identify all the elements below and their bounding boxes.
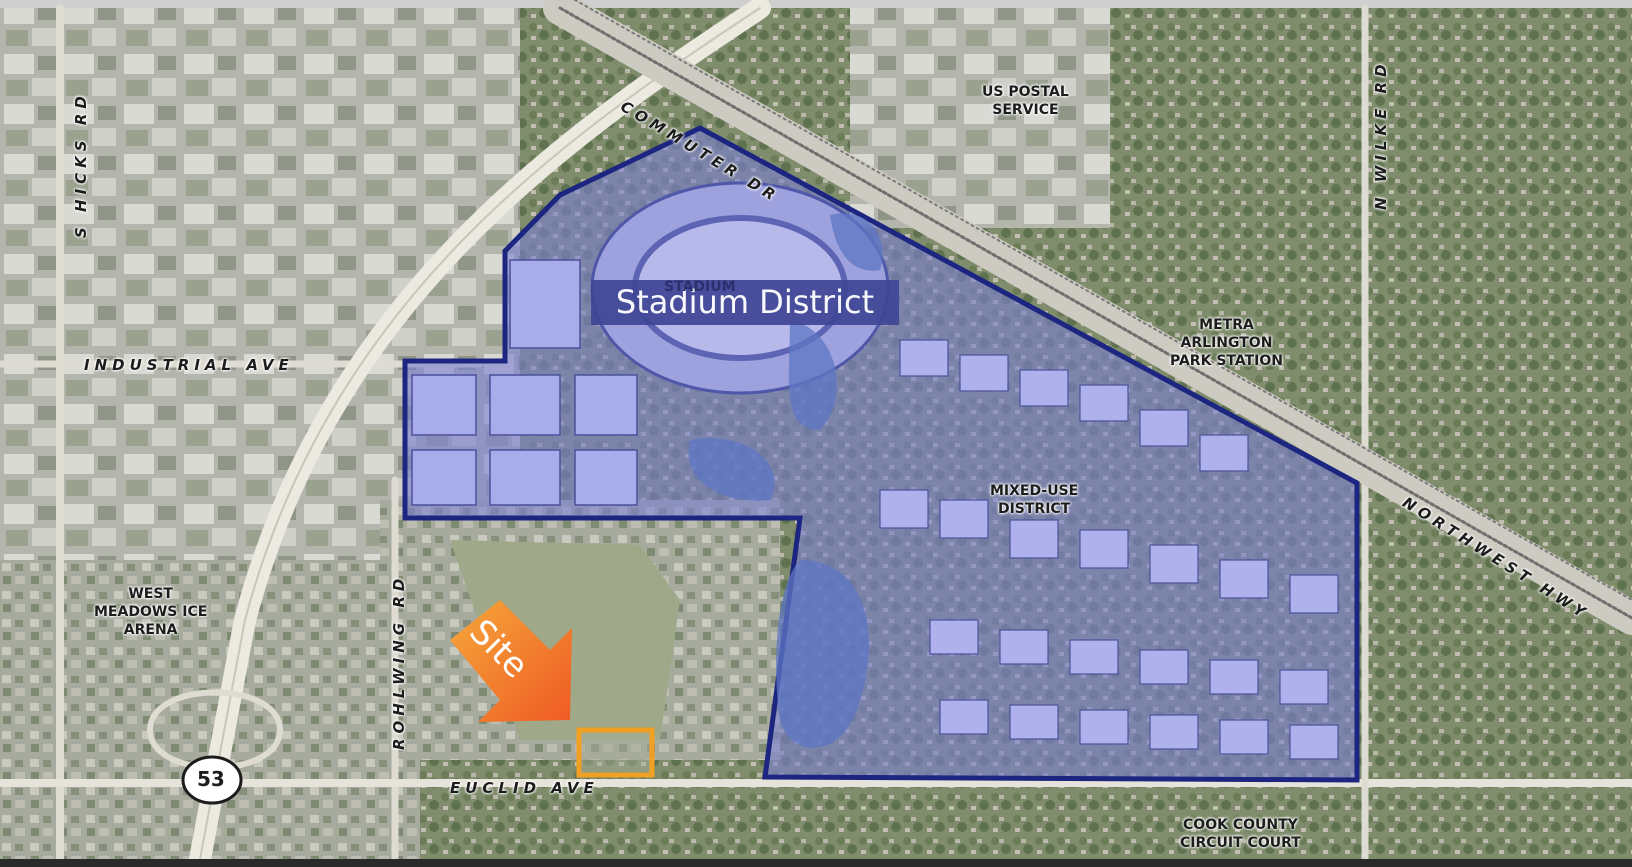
mixed-use-line2: DISTRICT <box>997 501 1071 517</box>
s-hicks-rd-label: S HICKS RD <box>72 91 90 238</box>
district-blocks <box>411 259 638 506</box>
stadium-district-title: Stadium District <box>591 280 899 325</box>
ice-line3: ARENA <box>123 622 178 638</box>
cook-county-circuit-court-label: COOK COUNTY CIRCUIT COURT <box>1180 816 1301 852</box>
mixed-use-line1: MIXED-USE <box>990 483 1079 499</box>
bottom-frame-bar <box>0 859 1632 867</box>
stadium-label: STADIUM <box>664 279 736 295</box>
us-postal-service-label: US POSTAL SERVICE <box>982 83 1069 119</box>
west-meadows-ice-arena-label: WEST MEADOWS ICE ARENA <box>94 585 207 639</box>
ponds <box>688 213 883 748</box>
industrial-ave-label: INDUSTRIAL AVE <box>84 356 294 374</box>
rohlwing-rd-label: ROHLWING RD <box>390 573 408 750</box>
site-arrow[interactable] <box>450 600 572 722</box>
metra-line2: ARLINGTON <box>1180 335 1273 351</box>
ice-line1: WEST <box>128 586 173 602</box>
mixed-use-district-label: MIXED-USE DISTRICT <box>990 482 1078 518</box>
n-wilke-rd-label: N WILKE RD <box>1372 59 1390 210</box>
court-line2: CIRCUIT COURT <box>1180 835 1301 851</box>
court-line1: COOK COUNTY <box>1183 817 1298 833</box>
postal-line1: US POSTAL <box>982 84 1069 100</box>
top-frame-bar <box>0 0 1632 8</box>
site-marker-box[interactable] <box>576 727 655 778</box>
metra-line1: METRA <box>1199 317 1254 333</box>
stadium-district-overlay[interactable] <box>402 125 1360 783</box>
euclid-ave-label: EUCLID AVE <box>450 779 599 797</box>
route-shield <box>181 755 243 805</box>
metra-line3: PARK STATION <box>1170 353 1283 369</box>
mixed-use-grid <box>879 339 1339 760</box>
postal-line2: SERVICE <box>992 102 1059 118</box>
metra-station-label: METRA ARLINGTON PARK STATION <box>1170 316 1283 370</box>
route-53-label: 53 <box>197 767 225 791</box>
ice-line2: MEADOWS ICE <box>94 604 208 620</box>
